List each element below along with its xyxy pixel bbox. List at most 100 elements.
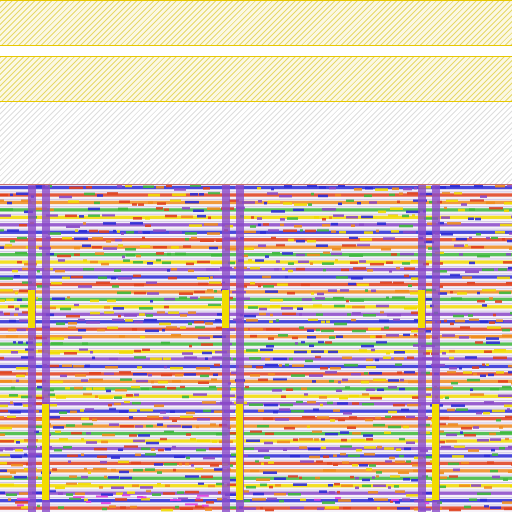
cell-shape [8,305,14,309]
cell-shape [174,455,185,459]
cell-shape [250,374,260,377]
cell-shape [258,449,269,452]
cell-shape [343,412,352,415]
cell-shape [464,505,471,509]
cell-shape [199,193,204,196]
cell-shape [14,403,22,406]
cell-shape [444,206,447,210]
cell-shape [74,253,80,257]
cell-shape [451,297,462,300]
cell-shape [322,217,326,221]
cell-shape [495,231,505,234]
cell-shape [210,276,213,279]
cell-shape [436,485,446,489]
cell-shape [284,185,292,188]
cell-shape [250,334,257,338]
standard-cell-array [0,184,512,512]
cell-shape [81,417,89,421]
cell-shape [127,491,135,494]
cell-shape [480,374,486,378]
cell-shape [264,456,270,459]
cell-shape [203,409,211,413]
row-separator [0,295,512,297]
cell-shape [252,498,266,501]
cell-shape [399,192,403,196]
cell-row-rail [0,484,512,488]
cell-shape [143,185,154,189]
cell-shape [425,416,428,419]
cell-shape [490,506,501,509]
cell-shape [331,230,336,233]
cell-shape [355,486,359,490]
cell-shape [88,207,100,211]
cell-shape [180,385,185,389]
power-strap-right [42,184,50,512]
cell-shape [307,253,320,257]
row-separator [0,400,512,401]
cell-shape [340,431,349,434]
cell-shape [394,350,405,354]
cell-shape [182,425,192,429]
cell-shape [411,259,420,263]
cell-shape [175,505,179,509]
cell-shape [370,335,375,339]
cell-shape [475,217,481,221]
cell-shape [486,201,495,205]
cell-shape [347,305,351,309]
cell-shape [267,497,277,501]
cell-shape [338,184,345,187]
cell-shape [299,476,302,480]
cell-row-rail [0,431,512,436]
cell-shape [36,484,47,487]
cell-shape [185,232,197,235]
cell-shape [120,506,126,509]
cell-shape [0,461,7,465]
cell-shape [119,371,131,374]
cell-shape [59,438,68,441]
cell-shape [146,424,153,428]
cell-shape [104,475,107,479]
cell-shape [365,186,373,190]
cell-shape [256,365,263,369]
cell-shape [112,318,124,322]
cell-shape [470,199,484,202]
cell-shape [494,349,506,352]
cell-shape [125,247,136,251]
cell-shape [282,252,293,255]
cell-shape [0,277,13,280]
cell-shape [459,366,462,370]
cell-shape [413,344,419,347]
cell-shape [186,456,190,460]
cell-shape [196,366,210,370]
cell-shape [357,201,361,205]
cell-shape [264,201,267,205]
cell-shape [388,386,397,389]
cell-shape [368,497,373,501]
cell-shape [126,253,135,257]
cell-shape [258,200,262,203]
cell-shape [202,401,216,404]
cell-shape [269,485,273,489]
cell-shape [403,333,410,337]
row-separator [0,385,512,387]
cell-shape [152,385,165,389]
cell-shape [198,381,209,385]
cell-shape [83,267,94,271]
cell-shape [66,493,73,496]
cell-shape [465,244,468,247]
cell-shape [368,490,378,494]
cell-shape [157,423,163,426]
cell-shape [404,447,411,451]
cell-shape [495,184,505,188]
n-well-band-middle [0,56,512,102]
cell-shape [333,296,344,300]
cell-shape [97,194,103,197]
cell-shape [307,425,310,429]
cell-shape [316,244,328,247]
cell-shape [167,424,181,428]
cell-shape [406,441,415,445]
cell-row-rail [0,260,512,264]
cell-shape [359,260,366,263]
cell-shape [0,433,5,437]
